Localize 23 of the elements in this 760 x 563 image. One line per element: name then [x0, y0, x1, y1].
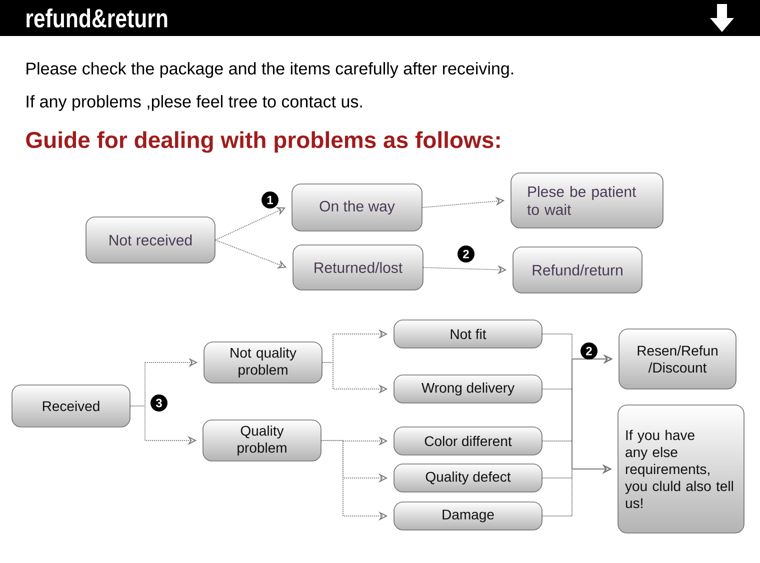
process-box: Not received: [86, 216, 216, 264]
process-box: Quality defect: [394, 464, 542, 492]
intro-text: Please check the package and the items carefully after receiving.: [26, 62, 514, 78]
header-title: refund&return: [26, 8, 168, 28]
process-box: Plese be patient to wait: [510, 172, 664, 228]
process-box: Color different: [394, 426, 542, 456]
process-box: Wrong delivery: [394, 374, 542, 404]
process-box: Not quality problem: [204, 342, 322, 384]
intro-text: If any problems ,plese feel tree to contact us.: [26, 95, 362, 111]
process-box: Refund/return: [512, 246, 642, 294]
section-heading: Guide for dealing with problems as follows:: [26, 131, 500, 153]
callout-number: 2: [458, 246, 474, 262]
process-box: Damage: [394, 502, 542, 530]
process-box: Resen/Refun /Discount: [618, 328, 736, 390]
callout-number: 1: [262, 192, 278, 208]
process-box: Returned/lost: [292, 244, 424, 290]
process-box: On the way: [292, 184, 422, 232]
process-box: Quality problem: [202, 420, 322, 462]
process-box: If you have any else requirements, you cluld also tell us!: [618, 404, 744, 534]
process-box: Received: [12, 384, 130, 428]
callout-number: 2: [580, 342, 598, 360]
callout-number: 3: [150, 394, 168, 412]
process-box: Not fit: [394, 320, 542, 348]
